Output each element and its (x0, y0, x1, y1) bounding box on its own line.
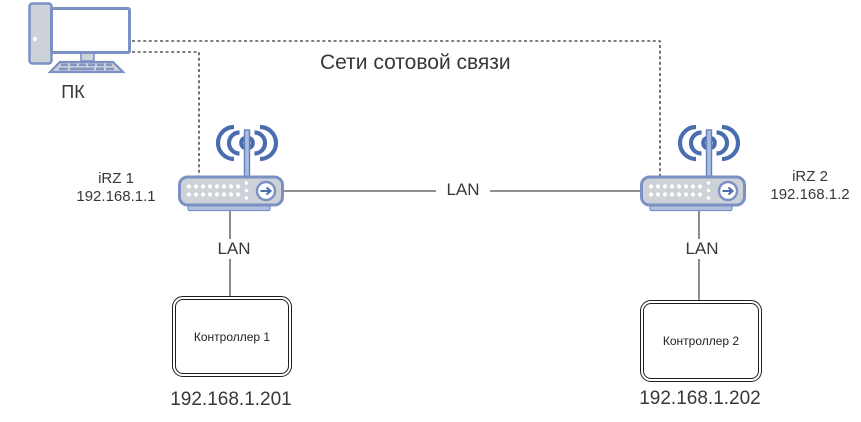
router-irz2-name: iRZ 2 (792, 168, 828, 185)
controller1-label: Контроллер 1 (193, 329, 271, 344)
lan-label-controller1-link: LAN (207, 239, 261, 259)
pc-monitor (50, 7, 131, 54)
lan-label-controller2-link: LAN (675, 239, 729, 259)
pc-keyboard (47, 60, 126, 74)
router-irz1-name: iRZ 1 (98, 170, 134, 187)
router-vents (186, 181, 249, 200)
ethernet-port-icon (255, 180, 277, 202)
router-irz1-label: iRZ 1 192.168.1.1 (58, 170, 174, 206)
controller2-label: Контроллер 2 (662, 334, 740, 348)
cellular-link-pc-to-irz2 (132, 40, 661, 177)
antenna-mast (705, 129, 713, 179)
router-irz2-label: iRZ 2 192.168.1.2 (752, 168, 861, 204)
controller2-inner-border (643, 303, 759, 379)
controller1-ip: 192.168.1.201 (170, 389, 292, 410)
pc-label: ПК (61, 82, 85, 102)
antenna-mast (243, 129, 251, 179)
pc-keyboard-keys (59, 63, 114, 71)
pc-icon (28, 2, 131, 74)
router-body (178, 175, 284, 207)
router-body (640, 175, 746, 207)
controller1-inner-border (175, 299, 289, 374)
lan-label-router-link: LAN (436, 180, 490, 200)
router-vents (648, 181, 711, 200)
pc-tower-button (33, 37, 37, 41)
controller2-ip: 192.168.1.202 (639, 388, 761, 409)
ethernet-port-icon (717, 180, 739, 202)
controller2-box: Контроллер 2 (640, 300, 762, 382)
router-irz1-icon (178, 124, 284, 212)
router-irz1-ip: 192.168.1.1 (76, 188, 156, 205)
pc-tower (28, 2, 53, 65)
cellular-network-label: Сети сотовой связи (320, 51, 511, 74)
controller1-box: Контроллер 1 (172, 296, 292, 377)
wifi-waves-icon (677, 124, 741, 162)
router-irz2-icon (640, 124, 746, 212)
wifi-waves-icon (215, 124, 279, 162)
router-irz2-ip: 192.168.1.2 (770, 186, 850, 203)
